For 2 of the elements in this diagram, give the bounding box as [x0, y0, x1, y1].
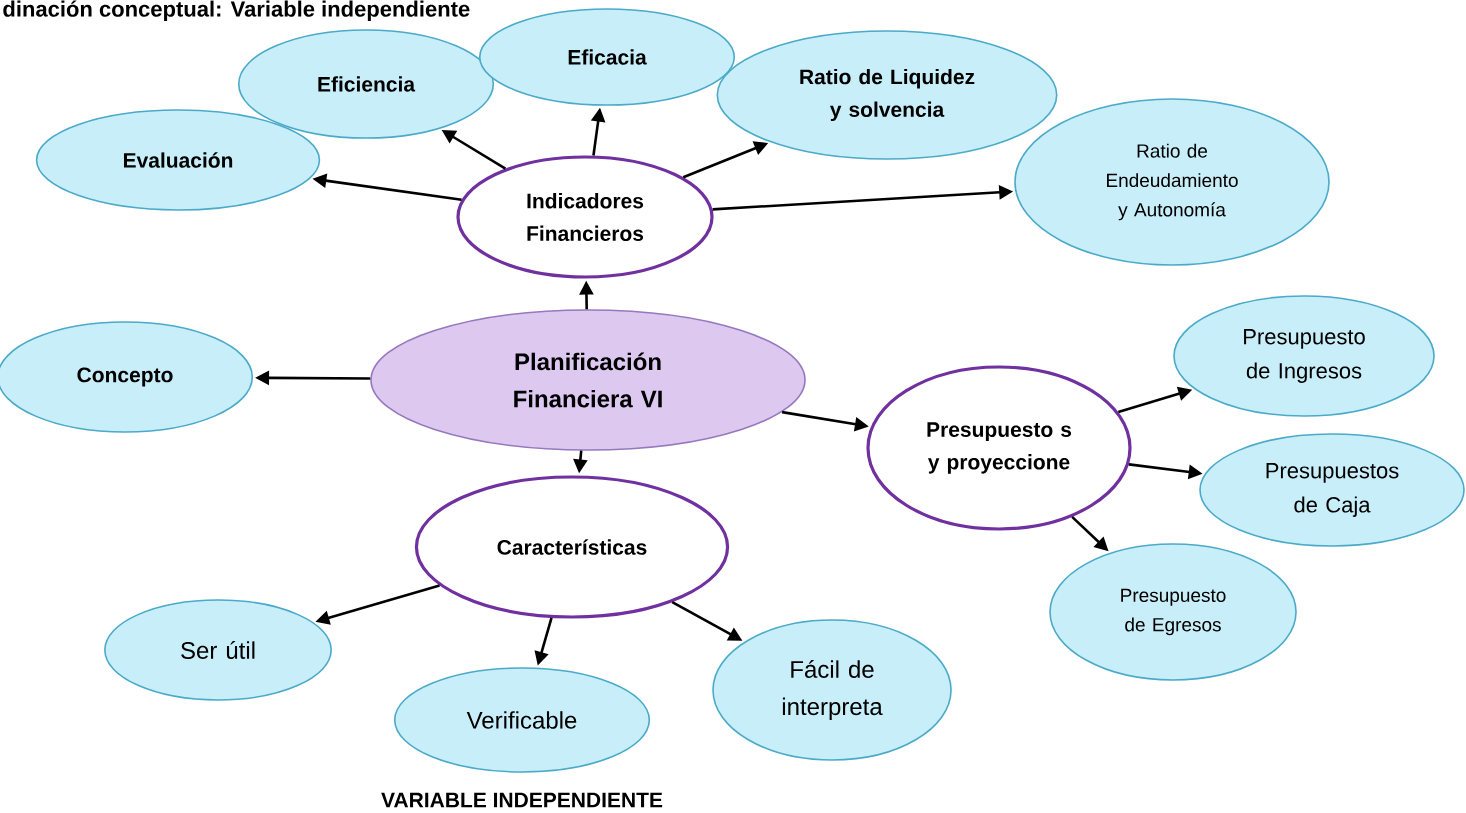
caption-text: VARIABLE INDEPENDIENTE: [381, 792, 663, 808]
title: dinación conceptual: Variable independiente: [3, 0, 470, 22]
